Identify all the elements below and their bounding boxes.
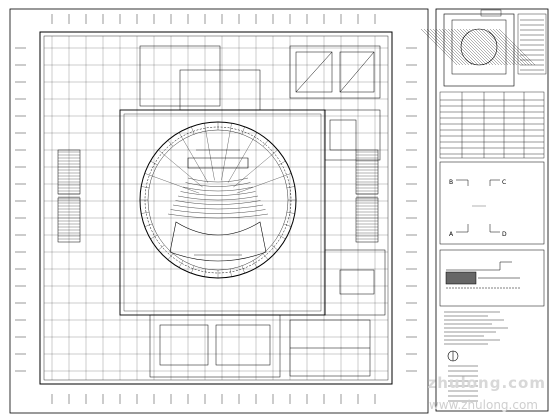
south-rooms: [149, 314, 371, 378]
north-arrow-icon: [447, 350, 459, 362]
detail-label-d: D: [502, 231, 507, 238]
sidebar-panel: B C A D: [420, 8, 549, 412]
north-core: [139, 45, 381, 111]
circular-hall: [139, 121, 297, 279]
schedule-table: [439, 91, 545, 159]
detail-diagram: B C A D: [439, 161, 545, 245]
watermark-url: www.zhulong.com: [428, 398, 538, 412]
section-detail: [439, 249, 545, 307]
inner-court: [119, 109, 326, 316]
watermark-brand: zhulong.com: [427, 374, 546, 392]
outer-frame: [9, 8, 429, 414]
east-rooms: [324, 109, 386, 316]
east-stair: [355, 149, 379, 243]
detail-label-b: B: [449, 179, 453, 186]
west-stair: [57, 149, 81, 243]
legend-box: [517, 13, 547, 75]
detail-label-c: C: [502, 179, 506, 186]
notes-block: [444, 311, 508, 402]
structural-grid: [44, 36, 388, 380]
sidebar-frame: [435, 8, 549, 412]
building-outline: [39, 31, 393, 385]
dimension-ticks: [15, 14, 417, 404]
main-floor-plan: [9, 8, 429, 414]
building-inner-line: [43, 35, 389, 381]
detail-label-a: A: [449, 231, 454, 238]
key-plan: [420, 9, 536, 87]
